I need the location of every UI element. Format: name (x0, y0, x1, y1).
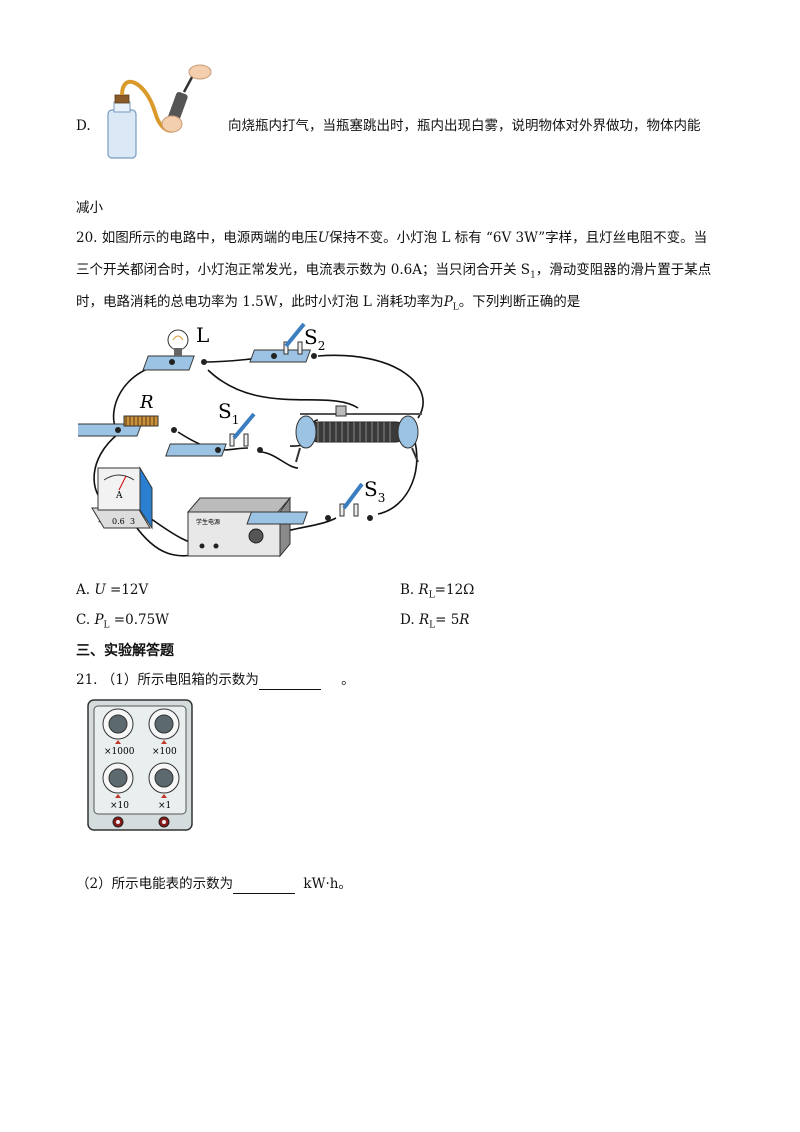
ammeter-minus: - (98, 517, 101, 526)
q20-option-a: A. U =12V (76, 582, 148, 598)
option-value: =12V (105, 582, 149, 598)
multiplier-10: ×10 (110, 801, 129, 811)
option-label: B. (400, 582, 415, 598)
subscript: 1 (530, 270, 536, 281)
option-d-continuation: 减小 (76, 200, 103, 216)
power-supply-label: 学生电源 (196, 518, 220, 526)
punctuation: 。 (341, 672, 355, 688)
unit-text: kW·h。 (303, 876, 352, 892)
q20-text: 如图所示的电路中，电源两端的电压 (101, 230, 318, 246)
option-var: P (94, 612, 104, 628)
q20-option-d: D. RL= 5R (400, 612, 469, 631)
answer-blank (258, 675, 321, 690)
q20-line-1: 20. 如图所示的电路中，电源两端的电压U保持不变。小灯泡 L 标有 “6V 3… (76, 228, 707, 248)
multiplier-1000: ×1000 (104, 747, 135, 757)
option-label: A. (76, 582, 91, 598)
q20-line-2: 三个开关都闭合时，小灯泡正常发光，电流表示数为 0.6A；当只闭合开关 S1，滑… (76, 260, 711, 286)
bottle-pump-illustration (107, 64, 212, 159)
q21-part-2: （2）所示电能表的示数为 kW·h。 (76, 874, 352, 894)
option-var: R (459, 612, 470, 628)
ammeter-06: 0.6 (112, 517, 125, 526)
q20-line-3: 时，电路消耗的总电功率为 1.5W，此时小灯泡 L 消耗功率为PL。下列判断正确… (76, 292, 580, 318)
subscript: L (429, 620, 436, 631)
q20-option-c: C. PL =0.75W (76, 612, 169, 631)
option-value: =12Ω (434, 582, 475, 598)
q20-option-b: B. RL=12Ω (400, 582, 474, 601)
multiplier-1: ×1 (158, 801, 171, 811)
q21-number: 21. (76, 672, 98, 688)
option-value: =0.75W (109, 612, 170, 628)
label-l: L (196, 323, 209, 347)
q21-part1-text: （1）所示电阻箱的示数为 (101, 672, 259, 688)
q20-text: 。下列判断正确的是 (458, 294, 581, 310)
option-var: U (94, 582, 106, 598)
q20-number: 20. (76, 230, 98, 246)
var-p: P (443, 294, 453, 310)
option-d-label: D. (76, 118, 91, 134)
q20-text: 三个开关都闭合时，小灯泡正常发光，电流表示数为 0.6A；当只闭合开关 S (76, 262, 531, 278)
option-var: R (418, 582, 429, 598)
multiplier-100: ×100 (152, 747, 177, 757)
option-d-text: 向烧瓶内打气，当瓶塞跳出时，瓶内出现白雾，说明物体对外界做功，物体内能 (228, 118, 701, 134)
label-s2: S2 (304, 325, 325, 353)
q21-part2-text: （2）所示电能表的示数为 (76, 876, 234, 892)
q21-part-1: 21. （1）所示电阻箱的示数为 。 (76, 670, 355, 690)
option-label: D. (400, 612, 415, 628)
label-s1: S1 (218, 399, 239, 427)
q20-text: ，滑动变阻器的滑片置于某点 (535, 262, 712, 278)
resistance-box: ×1000 ×100 ×10 ×1 (87, 699, 193, 831)
option-var: R (418, 612, 430, 628)
var-u: U (317, 230, 330, 246)
circuit-diagram: L S2 R S1 A - 0.6 3 学生电源 S3 (78, 322, 424, 558)
subscript: L (103, 620, 110, 631)
q20-text: 保持不变。小灯泡 L 标有 “6V 3W”字样，且灯丝电阻不变。当 (329, 230, 708, 246)
label-s3: S3 (364, 477, 385, 505)
option-label: C. (76, 612, 91, 628)
subscript: L (452, 302, 459, 313)
ammeter-a: A (115, 491, 123, 501)
option-value: = 5 (435, 612, 460, 628)
label-r: R (139, 392, 154, 413)
answer-blank (233, 879, 296, 894)
q20-text: 时，电路消耗的总电功率为 1.5W，此时小灯泡 L 消耗功率为 (76, 294, 444, 310)
section-title: 三、实验解答题 (76, 643, 174, 659)
ammeter-3: 3 (130, 517, 135, 526)
subscript: L (428, 590, 435, 601)
